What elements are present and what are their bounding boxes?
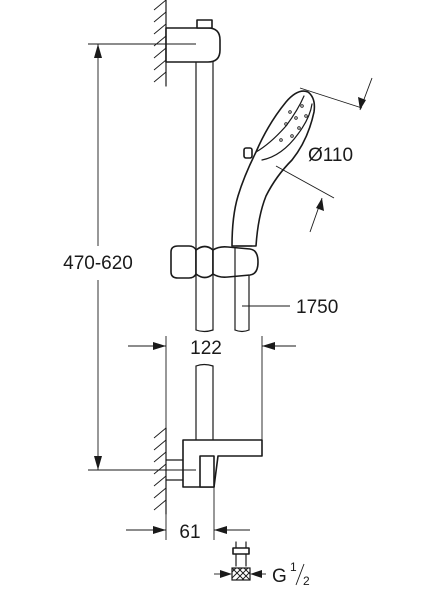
thread-denominator: 2 bbox=[303, 574, 310, 588]
height-range-label: 470-620 bbox=[63, 253, 133, 274]
thread-prefix: G bbox=[272, 566, 287, 587]
projection-total-label: 122 bbox=[190, 338, 222, 359]
diameter-dimension: Ø110 bbox=[275, 77, 373, 233]
projection-dimension: 122 bbox=[128, 336, 296, 440]
thread-label: G 1 2 bbox=[272, 560, 310, 588]
thread-numerator: 1 bbox=[290, 560, 297, 574]
spray-nozzles bbox=[279, 104, 308, 142]
hose-length-label: 1750 bbox=[296, 297, 338, 318]
bracket-projection-dimension: 61 bbox=[126, 487, 250, 543]
hose-connector bbox=[214, 541, 266, 581]
hose-length-dimension: 1750 bbox=[242, 297, 338, 318]
lower-wall-bracket bbox=[165, 439, 263, 488]
projection-wall-label: 61 bbox=[179, 522, 200, 543]
height-dimension: 470-620 bbox=[63, 43, 196, 471]
hose bbox=[234, 275, 250, 333]
rail bbox=[195, 59, 214, 449]
upper-wall bbox=[153, 0, 167, 87]
slider-holder bbox=[170, 245, 259, 279]
diameter-label: Ø110 bbox=[308, 145, 353, 166]
lower-wall bbox=[153, 427, 167, 515]
hand-shower bbox=[231, 90, 316, 247]
upper-wall-bracket bbox=[165, 19, 221, 63]
